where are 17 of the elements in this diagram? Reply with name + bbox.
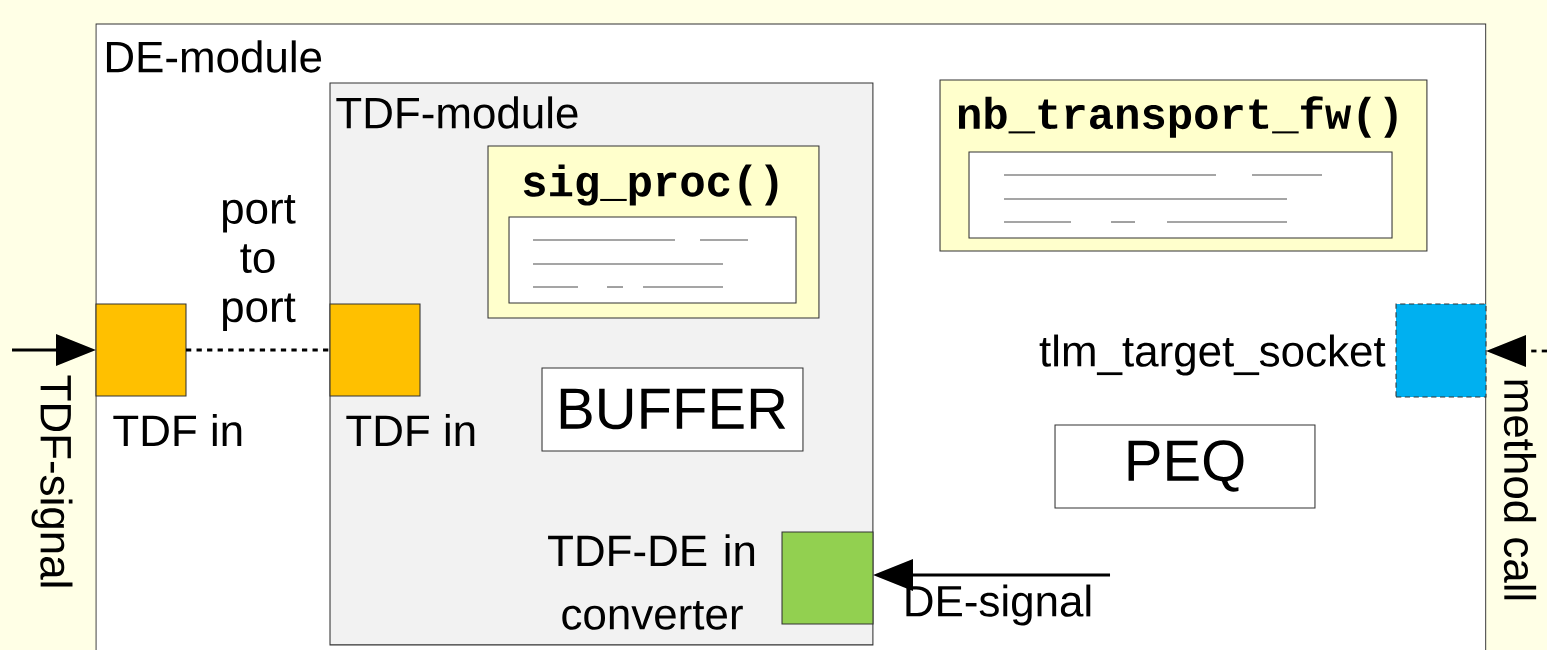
port-label: TDF-DE in converter bbox=[548, 534, 755, 630]
port-label: TDF in bbox=[113, 414, 242, 446]
connector-line bbox=[186, 348, 330, 352]
port-label: tlm_target_socket bbox=[1039, 334, 1386, 376]
converter-square bbox=[781, 531, 874, 625]
port-label: TDF in bbox=[346, 414, 475, 446]
socket-square bbox=[1395, 303, 1487, 398]
port-square bbox=[95, 303, 187, 397]
function-box: nb_transport_fw() bbox=[939, 79, 1428, 252]
edge-label: method call bbox=[1503, 380, 1537, 600]
edge-label: port to port bbox=[223, 195, 296, 331]
function-box: sig_proc() bbox=[487, 145, 820, 319]
edge-label: TDF-signal bbox=[31, 375, 73, 587]
buffer-box: BUFFER bbox=[541, 367, 804, 452]
peq-box: PEQ bbox=[1054, 424, 1316, 509]
edge-label: DE-signal bbox=[906, 584, 1091, 626]
port-square bbox=[329, 303, 421, 397]
